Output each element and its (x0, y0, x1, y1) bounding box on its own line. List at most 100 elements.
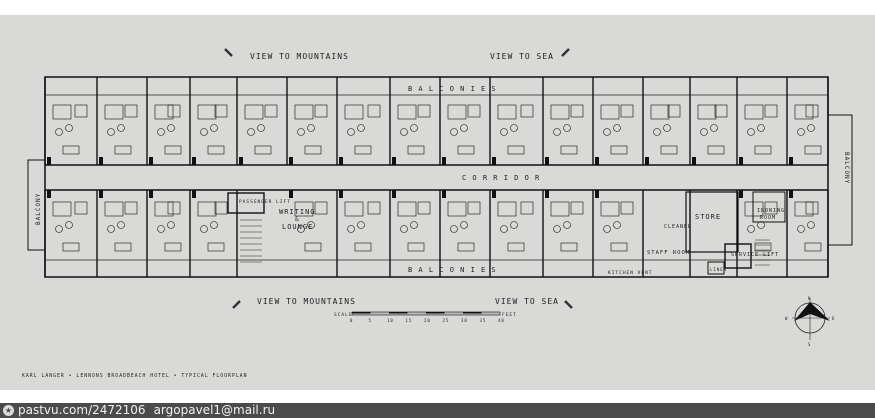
door-jamb (339, 157, 343, 165)
chair (400, 225, 408, 233)
passenger-lift-label: PASSENGER LIFT (239, 199, 291, 205)
chair (55, 128, 63, 136)
chair (210, 124, 218, 132)
wardrobe (560, 145, 578, 155)
footer-email: argopavel1@mail.ru (153, 403, 276, 417)
linen-label: LINEN (710, 267, 727, 272)
footer-site[interactable]: pastvu.com/2472106 (18, 403, 146, 417)
chair (55, 225, 63, 233)
wardrobe (254, 145, 272, 155)
chair (200, 128, 208, 136)
walls (27, 76, 853, 278)
door-jamb (339, 190, 343, 198)
footer-bar: ★ pastvu.com/2472106 argopavel1@mail.ru (0, 403, 875, 418)
service-lift (724, 243, 752, 269)
bathroom (764, 201, 778, 215)
scale-tick-label: 40 (498, 318, 505, 323)
bed (154, 104, 174, 120)
bathroom (367, 104, 381, 118)
door-jamb (289, 190, 293, 198)
ironing-room-label: ROOM (760, 215, 776, 221)
bathroom (124, 201, 138, 215)
star-icon: ★ (3, 405, 14, 416)
chair (747, 128, 755, 136)
chair (553, 225, 561, 233)
wardrobe (660, 145, 678, 155)
door-jamb (192, 157, 196, 165)
chair (297, 225, 305, 233)
cleaner-label: CLEANER (664, 224, 692, 230)
store-room (685, 191, 739, 253)
wardrobe (804, 145, 822, 155)
view-arrow-icon (561, 48, 570, 57)
corridor-label: C O R R I D O R (462, 174, 540, 182)
bathroom (417, 201, 431, 215)
passenger-lift (227, 192, 265, 214)
wardrobe (610, 242, 628, 252)
bathroom (620, 104, 634, 118)
chair (757, 221, 765, 229)
view-arrows (224, 48, 573, 309)
door-jamb (739, 157, 743, 165)
bed (447, 201, 467, 217)
chair (700, 128, 708, 136)
door-jamb (289, 157, 293, 165)
chair (460, 124, 468, 132)
scale-tick-label: 10 (387, 318, 394, 323)
bathroom (314, 104, 328, 118)
chair (603, 225, 611, 233)
bathroom (124, 104, 138, 118)
view-sea-bottom: VIEW TO SEA (495, 297, 559, 306)
scale-tick-label: 5 (369, 318, 372, 323)
bed (550, 104, 570, 120)
balcony-right (827, 114, 853, 246)
bathroom (805, 104, 819, 118)
chair (603, 128, 611, 136)
bed (344, 201, 364, 217)
bathroom (417, 104, 431, 118)
door-jamb (692, 157, 696, 165)
door-jamb (492, 190, 496, 198)
door-jamb (545, 190, 549, 198)
chair (297, 128, 305, 136)
chair (307, 124, 315, 132)
chair (563, 124, 571, 132)
bed (104, 104, 124, 120)
bed (744, 201, 764, 217)
bed (497, 201, 517, 217)
chair (157, 128, 165, 136)
bathroom (214, 201, 228, 215)
wardrobe (62, 242, 80, 252)
bed (294, 104, 314, 120)
balcony-left-label: BALCONY (35, 193, 42, 225)
lounge-label: LOUNGE (282, 223, 313, 231)
chair (247, 128, 255, 136)
bathroom (714, 104, 728, 118)
bed (497, 104, 517, 120)
scale-label: SCALE (334, 312, 353, 318)
chair (450, 225, 458, 233)
scale-tick-label: 30 (461, 318, 468, 323)
chair (710, 124, 718, 132)
balconies-top-label: B A L C O N I E S (408, 85, 497, 93)
bathroom (214, 104, 228, 118)
chair (157, 225, 165, 233)
chair (210, 221, 218, 229)
door-jamb (739, 190, 743, 198)
bathroom (520, 104, 534, 118)
wardrobe (754, 145, 772, 155)
wardrobe (354, 242, 372, 252)
bathroom (74, 201, 88, 215)
door-jamb (47, 157, 51, 165)
wardrobe (707, 145, 725, 155)
bathroom (620, 201, 634, 215)
scale-segment (352, 312, 371, 314)
compass-icon: N S E W (785, 296, 834, 347)
view-sea-top: VIEW TO SEA (490, 52, 554, 61)
bed (744, 104, 764, 120)
wardrobe (62, 145, 80, 155)
wardrobe (304, 242, 322, 252)
chair (257, 124, 265, 132)
door-jamb (392, 190, 396, 198)
